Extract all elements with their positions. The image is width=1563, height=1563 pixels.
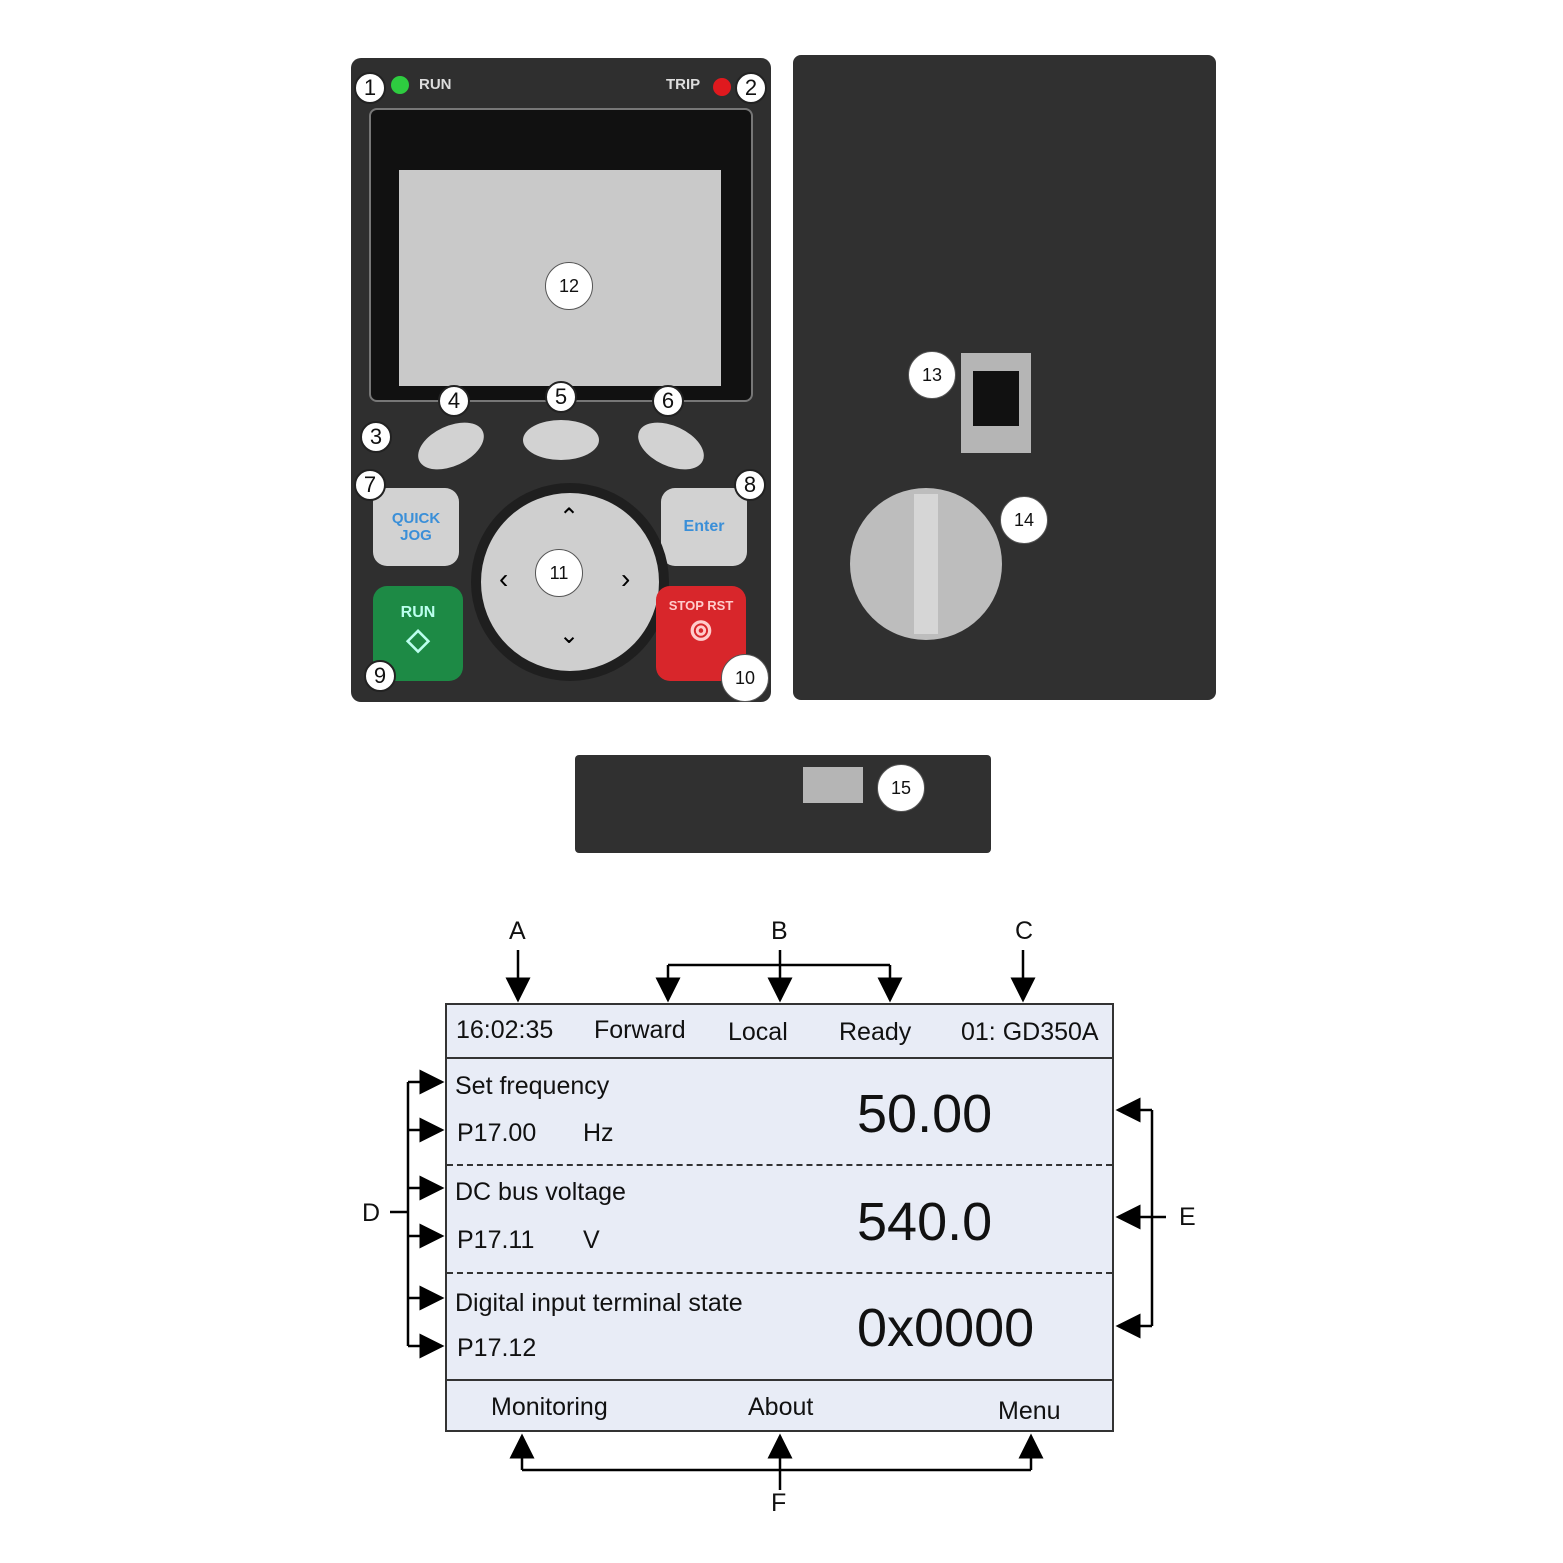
callout-14: 14 — [1000, 496, 1048, 544]
callout-13: 13 — [908, 351, 956, 399]
header-device: 01: GD350A — [961, 1018, 1099, 1046]
row1-name: Set frequency — [455, 1072, 610, 1100]
quick-jog-key[interactable]: QUICK JOG — [373, 488, 459, 566]
keypad-side — [575, 755, 991, 853]
callout-7: 7 — [354, 469, 386, 501]
label-a: A — [509, 917, 526, 945]
up-arrow-icon[interactable]: ⌃ — [559, 504, 580, 531]
row1-code: P17.00 — [457, 1119, 537, 1147]
callout-15: 15 — [877, 764, 925, 812]
left-arrow-icon[interactable]: ‹ — [499, 563, 509, 594]
run-key-label: RUN — [400, 604, 436, 621]
label-e: E — [1179, 1203, 1196, 1231]
callout-1: 1 — [354, 72, 386, 104]
footer-monitoring[interactable]: Monitoring — [491, 1393, 608, 1421]
row2-code: P17.11 — [457, 1226, 535, 1254]
callout-8: 8 — [734, 469, 766, 501]
trip-led-label: TRIP — [666, 76, 701, 93]
row2-name: DC bus voltage — [455, 1178, 626, 1206]
keypad-back — [793, 55, 1216, 700]
footer-menu[interactable]: Menu — [998, 1397, 1061, 1425]
run-led — [391, 76, 409, 94]
right-arrow-icon[interactable]: › — [621, 563, 631, 594]
callout-9: 9 — [364, 660, 396, 692]
function-key-2[interactable] — [523, 420, 599, 460]
row3-name: Digital input terminal state — [455, 1289, 743, 1317]
lock-knob[interactable] — [850, 488, 1002, 640]
header-mode: Local — [728, 1018, 788, 1046]
header-time: 16:02:35 — [456, 1016, 554, 1044]
row1-unit: Hz — [583, 1119, 614, 1147]
label-c: C — [1015, 917, 1034, 945]
trip-led — [713, 78, 731, 96]
usb-port — [803, 767, 863, 803]
callout-3: 3 — [360, 421, 392, 453]
row3-value: 0x0000 — [857, 1298, 1035, 1358]
row3-code: P17.12 — [457, 1334, 537, 1362]
quick-jog-label: QUICK JOG — [391, 510, 441, 544]
callout-12: 12 — [545, 262, 593, 310]
row1-value: 50.00 — [857, 1084, 993, 1144]
stop-key-label: STOP RST — [668, 598, 734, 613]
header-status: Ready — [839, 1018, 912, 1046]
callout-4: 4 — [438, 385, 470, 417]
label-f: F — [771, 1489, 787, 1517]
callout-11: 11 — [535, 549, 583, 597]
row2-value: 540.0 — [857, 1192, 993, 1252]
rj45-port — [961, 353, 1031, 453]
label-d: D — [362, 1199, 381, 1227]
callout-10: 10 — [721, 654, 769, 702]
label-b: B — [771, 917, 788, 945]
row2-unit: V — [583, 1226, 600, 1254]
down-arrow-icon[interactable]: ⌄ — [559, 622, 580, 649]
enter-label: Enter — [683, 518, 725, 535]
run-icon: ◇ — [406, 623, 430, 656]
footer-about[interactable]: About — [748, 1393, 814, 1421]
stop-reset-key[interactable]: STOP RST⊚ — [656, 586, 746, 681]
callout-2: 2 — [735, 72, 767, 104]
callout-6: 6 — [652, 385, 684, 417]
lcd-display-diagram: 16:02:35 Forward Local Ready 01: GD350A … — [445, 1003, 1114, 1432]
keypad-front: RUN TRIP QUICK JOG Enter ⌃ ⌄ ‹ › RUN ◇ ST… — [351, 58, 771, 702]
enter-key[interactable]: Enter — [661, 488, 747, 566]
callout-5: 5 — [545, 381, 577, 413]
run-led-label: RUN — [419, 76, 452, 93]
stop-icon: ⊚ — [688, 614, 714, 647]
